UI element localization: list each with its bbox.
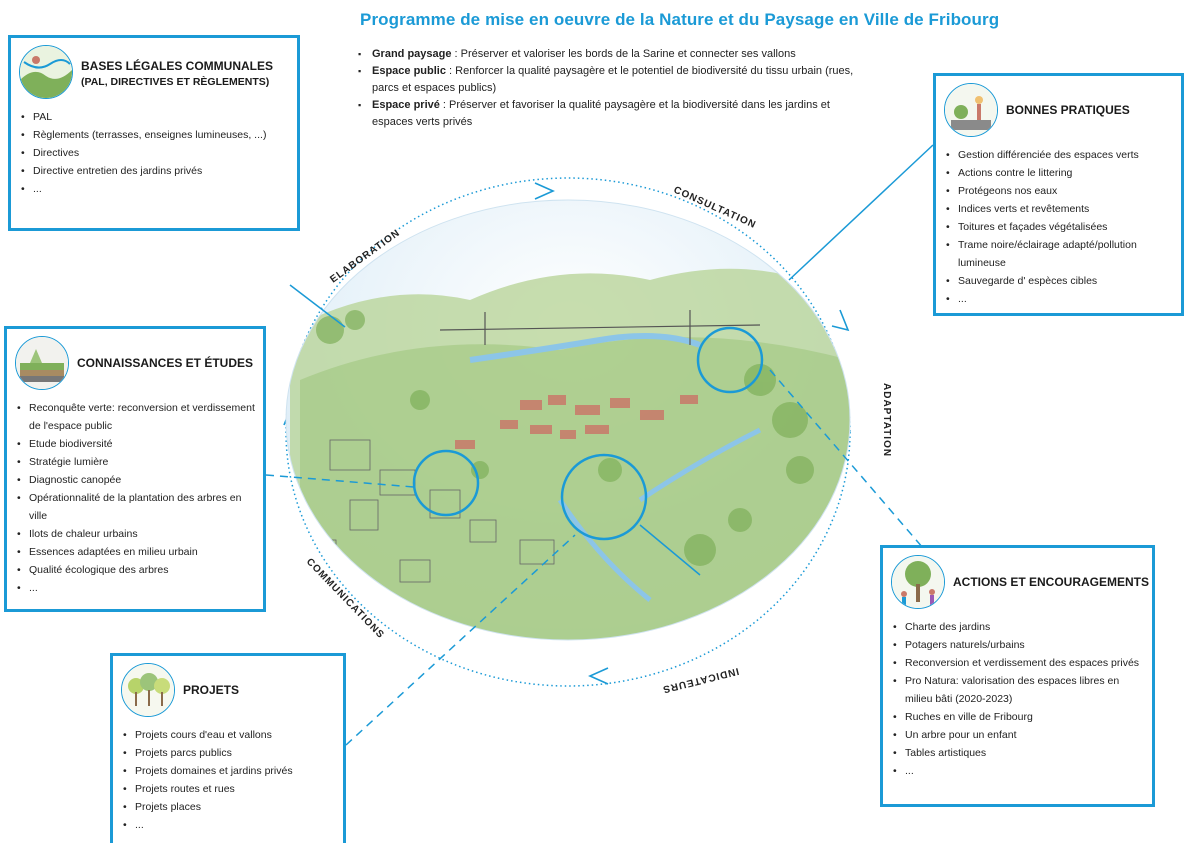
list-item: Opérationnalité de la plantation des arb…: [15, 489, 257, 525]
arrow-top-icon: [534, 182, 555, 200]
list-item: ...: [121, 816, 337, 834]
list-item: Règlements (terrasses, enseignes lumineu…: [19, 126, 291, 144]
box-title: CONNAISSANCES ET ÉTUDES: [77, 356, 254, 370]
list-item: Projets cours d'eau et vallons: [121, 726, 337, 744]
connector-line: [345, 534, 576, 746]
box-title: BONNES PRATIQUES: [1006, 103, 1130, 117]
gardening-icon: [944, 83, 998, 137]
list-item: Reconquête verte: reconversion et verdis…: [15, 399, 257, 435]
arrow-right-icon: [831, 309, 850, 332]
box-bonnes-pratiques: BONNES PRATIQUES Gestion différenciée de…: [933, 73, 1184, 316]
box-bases-legales: BASES LÉGALES COMMUNALES (PAL, DIRECTIVE…: [8, 35, 300, 231]
bases-list: PAL Règlements (terrasses, enseignes lum…: [11, 108, 297, 198]
list-item: Projets parcs publics: [121, 744, 337, 762]
list-item: ...: [944, 290, 1175, 308]
box-title: BASES LÉGALES COMMUNALES (PAL, DIRECTIVE…: [81, 59, 274, 88]
connector-line: [265, 474, 415, 488]
box-actions-encouragements: ACTIONS ET ENCOURAGEMENTS Charte des jar…: [880, 545, 1155, 807]
list-item: Qualité écologique des arbres: [15, 561, 257, 579]
list-item: Toitures et façades végétalisées: [944, 218, 1175, 236]
intro-item: Grand paysage : Préserver et valoriser l…: [358, 46, 868, 63]
landscape-icon: [19, 45, 73, 99]
list-item: Potagers naturels/urbains: [891, 636, 1146, 654]
connaissances-list: Reconquête verte: reconversion et verdis…: [7, 399, 263, 597]
box-title: ACTIONS ET ENCOURAGEMENTS: [953, 575, 1150, 589]
focus-circle: [560, 453, 648, 541]
label-indicateurs: INDICATEURS: [661, 665, 740, 695]
connector-line: [788, 144, 934, 281]
connector-line: [289, 284, 346, 328]
list-item: Gestion différenciée des espaces verts: [944, 146, 1175, 164]
focus-circle: [696, 326, 764, 394]
actions-list: Charte des jardins Potagers naturels/urb…: [883, 618, 1152, 780]
list-item: Directives: [19, 144, 291, 162]
list-item: Reconversion et verdissement des espaces…: [891, 654, 1146, 672]
list-item: Essences adaptées en milieu urbain: [15, 543, 257, 561]
intro-item: Espace public : Renforcer la qualité pay…: [358, 63, 868, 97]
label-adaptation: ADAPTATION: [881, 383, 892, 457]
arrow-bottom-icon: [588, 667, 609, 685]
connector-line: [769, 369, 924, 549]
list-item: Pro Natura: valorisation des espaces lib…: [891, 672, 1146, 708]
list-item: Projets routes et rues: [121, 780, 337, 798]
list-item: Ilots de chaleur urbains: [15, 525, 257, 543]
box-projets: PROJETS Projets cours d'eau et vallons P…: [110, 653, 346, 843]
city-illustration: [286, 200, 850, 640]
projets-list: Projets cours d'eau et vallons Projets p…: [113, 726, 343, 834]
list-item: ...: [15, 579, 257, 597]
list-item: Directive entretien des jardins privés: [19, 162, 291, 180]
list-item: Stratégie lumière: [15, 453, 257, 471]
list-item: Indices verts et revêtements: [944, 200, 1175, 218]
list-item: Un arbre pour un enfant: [891, 726, 1146, 744]
list-item: Trame noire/éclairage adapté/pollution l…: [944, 236, 1175, 272]
list-item: Etude biodiversité: [15, 435, 257, 453]
list-item: Diagnostic canopée: [15, 471, 257, 489]
intro-item: Espace privé : Préserver et favoriser la…: [358, 97, 868, 131]
box-connaissances: CONNAISSANCES ET ÉTUDES Reconquête verte…: [4, 326, 266, 612]
list-item: Sauvegarde d' espèces cibles: [944, 272, 1175, 290]
bonnes-list: Gestion différenciée des espaces verts A…: [936, 146, 1181, 308]
list-item: ...: [19, 180, 291, 198]
list-item: Protégeons nos eaux: [944, 182, 1175, 200]
list-item: PAL: [19, 108, 291, 126]
box-title: PROJETS: [183, 683, 240, 697]
trees-icon: [121, 663, 175, 717]
list-item: Ruches en ville de Fribourg: [891, 708, 1146, 726]
focus-circle: [412, 449, 480, 517]
intro-list: Grand paysage : Préserver et valoriser l…: [358, 46, 868, 131]
page-title: Programme de mise en oeuvre de la Nature…: [360, 10, 1000, 29]
connector-line: [639, 524, 701, 576]
list-item: Tables artistiques: [891, 744, 1146, 762]
list-item: ...: [891, 762, 1146, 780]
list-item: Projets domaines et jardins privés: [121, 762, 337, 780]
tree-family-icon: [891, 555, 945, 609]
list-item: Actions contre le littering: [944, 164, 1175, 182]
soil-layers-icon: [15, 336, 69, 390]
list-item: Charte des jardins: [891, 618, 1146, 636]
list-item: Projets places: [121, 798, 337, 816]
